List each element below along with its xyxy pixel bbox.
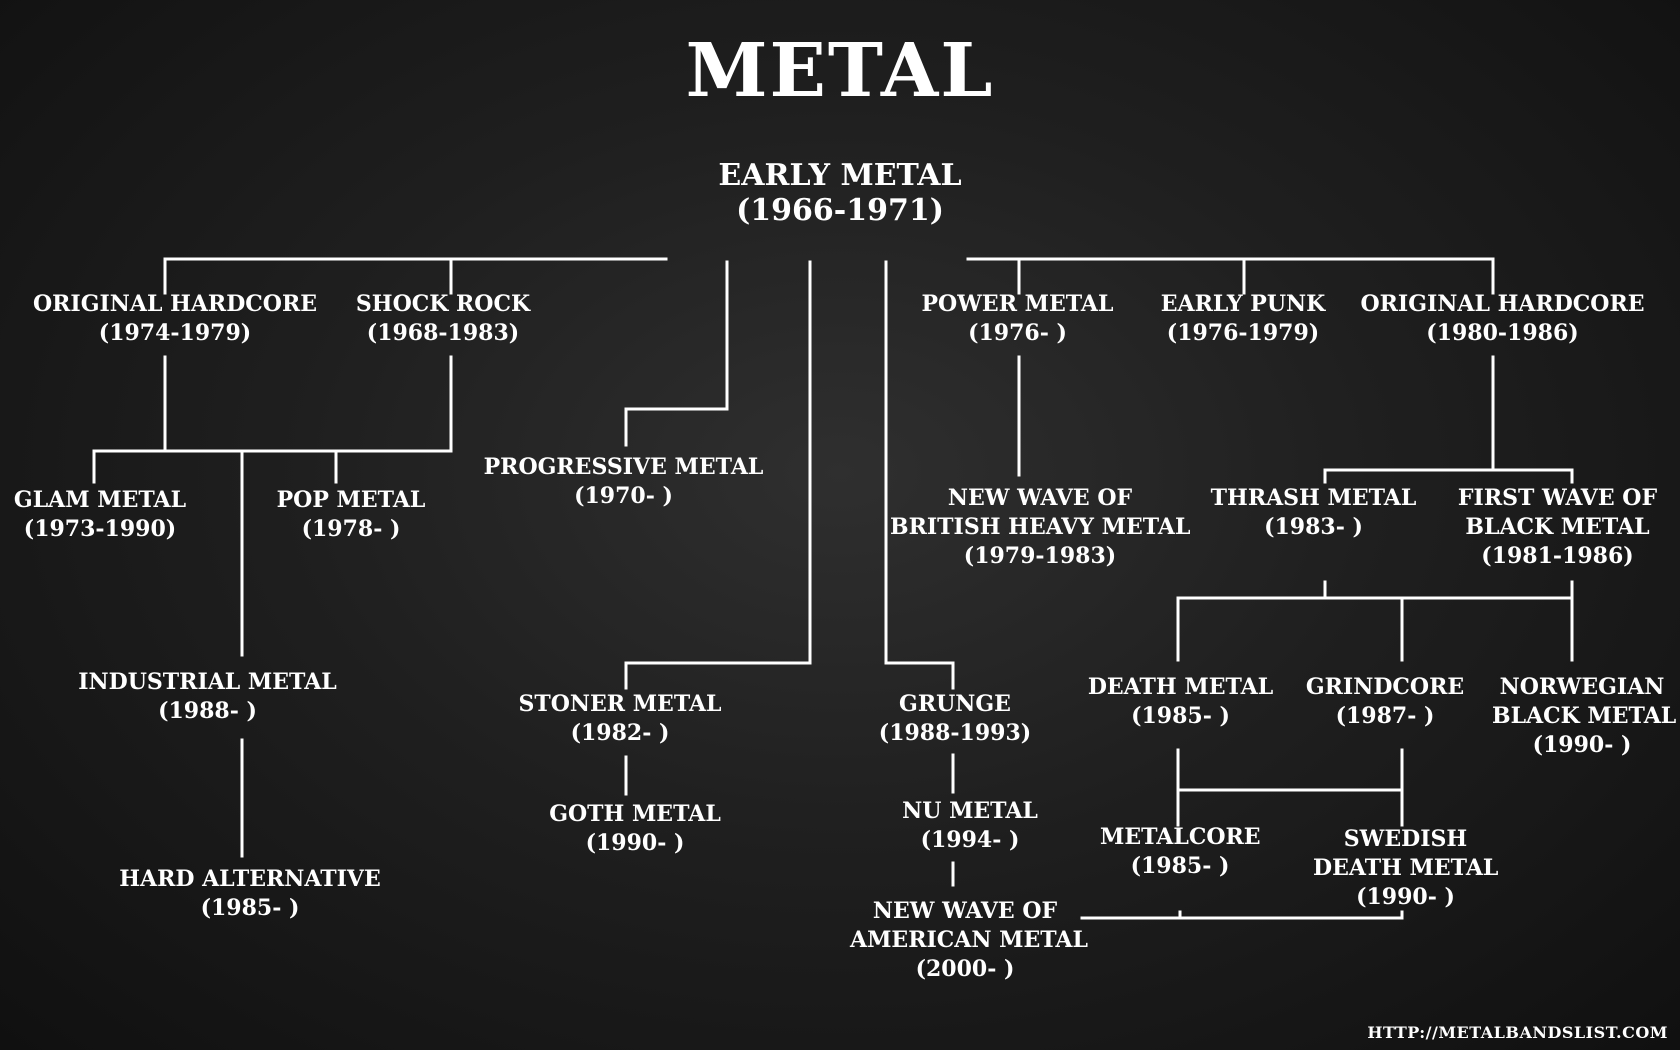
connector-metalcore-swedish-nwoam (1080, 910, 1404, 920)
node-years: (1982- ) (570, 720, 670, 746)
page-title: METAL (685, 28, 995, 114)
node-nu-metal: NU METAL (1994- ) (880, 797, 1060, 855)
node-name: HARD ALTERNATIVE (119, 866, 381, 892)
node-years: (1990- ) (1532, 732, 1632, 758)
connector-root-progressive (624, 260, 729, 447)
node-original-hardcore-1974: ORIGINAL HARDCORE (1974-1979) (30, 290, 320, 348)
node-name: GLAM METAL (13, 487, 187, 513)
node-first-wave-black-metal: FIRST WAVE OF BLACK METAL (1981-1986) (1455, 484, 1660, 571)
node-swedish-death-metal: SWEDISH DEATH METAL (1990- ) (1313, 825, 1498, 912)
node-name: STONER METAL (518, 691, 722, 717)
node-name: NORWEGIAN (1499, 674, 1665, 700)
node-name: ORIGINAL HARDCORE (1360, 291, 1645, 317)
node-name: POWER METAL (921, 291, 1114, 317)
node-name: NEW WAVE OF (947, 485, 1133, 511)
node-stoner-metal: STONER METAL (1982- ) (515, 690, 725, 748)
node-metalcore: METALCORE (1985- ) (1100, 823, 1261, 881)
node-early-punk: EARLY PUNK (1976-1979) (1143, 290, 1343, 348)
node-name: SHOCK ROCK (355, 291, 531, 317)
node-name: ORIGINAL HARDCORE (32, 291, 318, 317)
node-name: DEATH METAL (1087, 674, 1274, 700)
node-name: GOTH METAL (549, 801, 721, 827)
node-years: (1968-1983) (366, 320, 520, 346)
node-years: (1973-1990) (23, 516, 177, 542)
node-name: INDUSTRIAL METAL (78, 669, 337, 695)
node-name: DEATH METAL (1313, 855, 1499, 881)
connector-death-grind-merge (1176, 748, 1404, 827)
node-thrash-metal: THRASH METAL (1983- ) (1206, 484, 1421, 542)
node-name: PROGRESSIVE METAL (483, 454, 764, 480)
connector-root-right (966, 257, 1495, 295)
node-years: (1980-1986) (1426, 320, 1579, 346)
node-name: GRINDCORE (1305, 674, 1465, 700)
node-name: EARLY PUNK (1160, 291, 1326, 317)
node-name: SWEDISH (1343, 826, 1468, 852)
node-early-metal: EARLY METAL (1966-1971) (690, 158, 990, 228)
node-name: BLACK METAL (1492, 703, 1677, 729)
node-original-hardcore-1980: ORIGINAL HARDCORE (1980-1986) (1355, 290, 1650, 348)
connector-root-grunge (884, 260, 955, 690)
node-name: THRASH METAL (1210, 485, 1417, 511)
node-name: BRITISH HEAVY METAL (890, 514, 1191, 540)
node-goth-metal: GOTH METAL (1990- ) (540, 800, 730, 858)
node-years: (1988-1993) (878, 720, 1032, 746)
node-years: (1985- ) (1130, 853, 1230, 879)
node-years: (1987- ) (1335, 703, 1435, 729)
connector-thrash-firstwave-merge (1176, 580, 1574, 662)
node-norwegian-black-metal: NORWEGIAN BLACK METAL (1990- ) (1492, 673, 1677, 760)
node-name: NEW WAVE OF (872, 898, 1058, 924)
node-years: (1978- ) (301, 516, 401, 542)
connector-hardcore2-thrash-firstwave (1323, 355, 1574, 484)
node-glam-metal: GLAM METAL (1973-1990) (10, 486, 190, 544)
node-nwobhm: NEW WAVE OF BRITISH HEAVY METAL (1979-19… (890, 484, 1190, 571)
node-death-metal: DEATH METAL (1985- ) (1083, 673, 1278, 731)
connector-root-left (163, 257, 668, 295)
node-nwoam: NEW WAVE OF AMERICAN METAL (2000- ) (850, 897, 1088, 984)
node-industrial-metal: INDUSTRIAL METAL (1988- ) (70, 668, 345, 726)
node-name: FIRST WAVE OF (1457, 485, 1658, 511)
node-name: AMERICAN METAL (850, 927, 1088, 953)
node-name: METALCORE (1100, 824, 1261, 850)
node-years: (1966-1971) (736, 193, 944, 228)
node-name: GRUNGE (899, 691, 1011, 717)
node-years: (1990- ) (1356, 884, 1455, 910)
node-years: (2000- ) (915, 956, 1015, 982)
node-progressive-metal: PROGRESSIVE METAL (1970- ) (476, 453, 771, 511)
node-years: (1979-1983) (963, 543, 1117, 569)
source-url: HTTP://METALBANDSLIST.COM (1367, 1023, 1668, 1042)
node-power-metal: POWER METAL (1976- ) (910, 290, 1125, 348)
connector-hardcore-shock-merge (92, 355, 453, 657)
node-years: (1970- ) (574, 483, 673, 509)
node-years: (1990- ) (585, 830, 685, 856)
node-name: POP METAL (276, 487, 426, 513)
connector-root-stoner (624, 260, 812, 690)
node-years: (1985- ) (200, 895, 300, 921)
node-name: BLACK METAL (1465, 514, 1650, 540)
node-years: (1976- ) (968, 320, 1067, 346)
node-name: NU METAL (902, 798, 1038, 824)
node-years: (1985- ) (1131, 703, 1230, 729)
node-years: (1983- ) (1264, 514, 1363, 540)
node-shock-rock: SHOCK ROCK (1968-1983) (343, 290, 543, 348)
node-hard-alternative: HARD ALTERNATIVE (1985- ) (115, 865, 385, 923)
node-years: (1976-1979) (1166, 320, 1320, 346)
node-years: (1981-1986) (1481, 543, 1634, 569)
node-years: (1994- ) (920, 827, 1020, 853)
node-pop-metal: POP METAL (1978- ) (266, 486, 436, 544)
node-grunge: GRUNGE (1988-1993) (865, 690, 1045, 748)
node-years: (1974-1979) (98, 320, 252, 346)
node-years: (1988- ) (158, 698, 257, 724)
node-grindcore: GRINDCORE (1987- ) (1300, 673, 1470, 731)
node-name: EARLY METAL (718, 158, 962, 193)
